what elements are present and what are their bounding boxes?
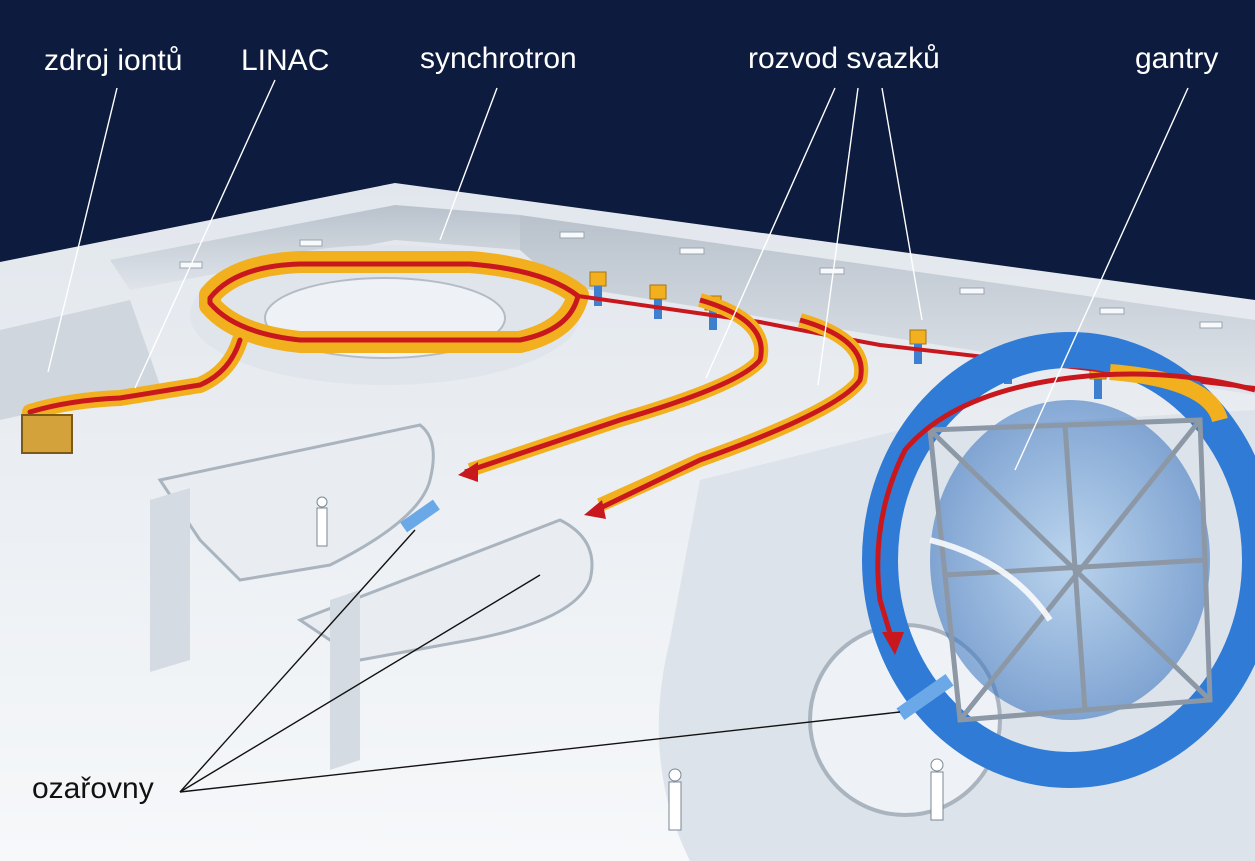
gantry-truss [927,417,1213,723]
beamline-branch-2 [590,317,864,515]
label-gantry: gantry [1135,42,1219,75]
person-figures [316,496,944,831]
linac-beam [27,337,243,415]
beamline-branch-1-arrow [458,462,478,482]
treatment-room-2-wall [296,518,594,662]
gantry-ring-inner [930,400,1210,720]
beamline-main [577,294,1255,390]
label-linac: LINAC [241,44,330,77]
label-beam-lines: rozvod svazků [748,42,940,75]
gantry-rotation-arrow [929,537,1053,622]
beamline-branch-1 [464,297,764,475]
label-treatment-rooms: ozařovny [32,772,154,805]
patient-table-gantry [896,674,954,720]
beamline-branch-2-arrow [584,500,606,519]
treatment-room-1-wall [157,423,435,582]
gantry-beam-arrow [882,632,904,655]
ion-source-unit [21,414,73,454]
label-ion-source: zdroj iontů [44,44,183,77]
patient-table-1 [400,499,440,533]
gantry-beam [875,371,1255,641]
separating-wall [150,488,190,672]
leader-lines-bottom [179,529,901,793]
back-wall-left [110,205,520,290]
leader-lines-top [47,79,1189,471]
separating-wall-2 [330,590,360,770]
label-synchrotron: synchrotron [420,42,577,75]
